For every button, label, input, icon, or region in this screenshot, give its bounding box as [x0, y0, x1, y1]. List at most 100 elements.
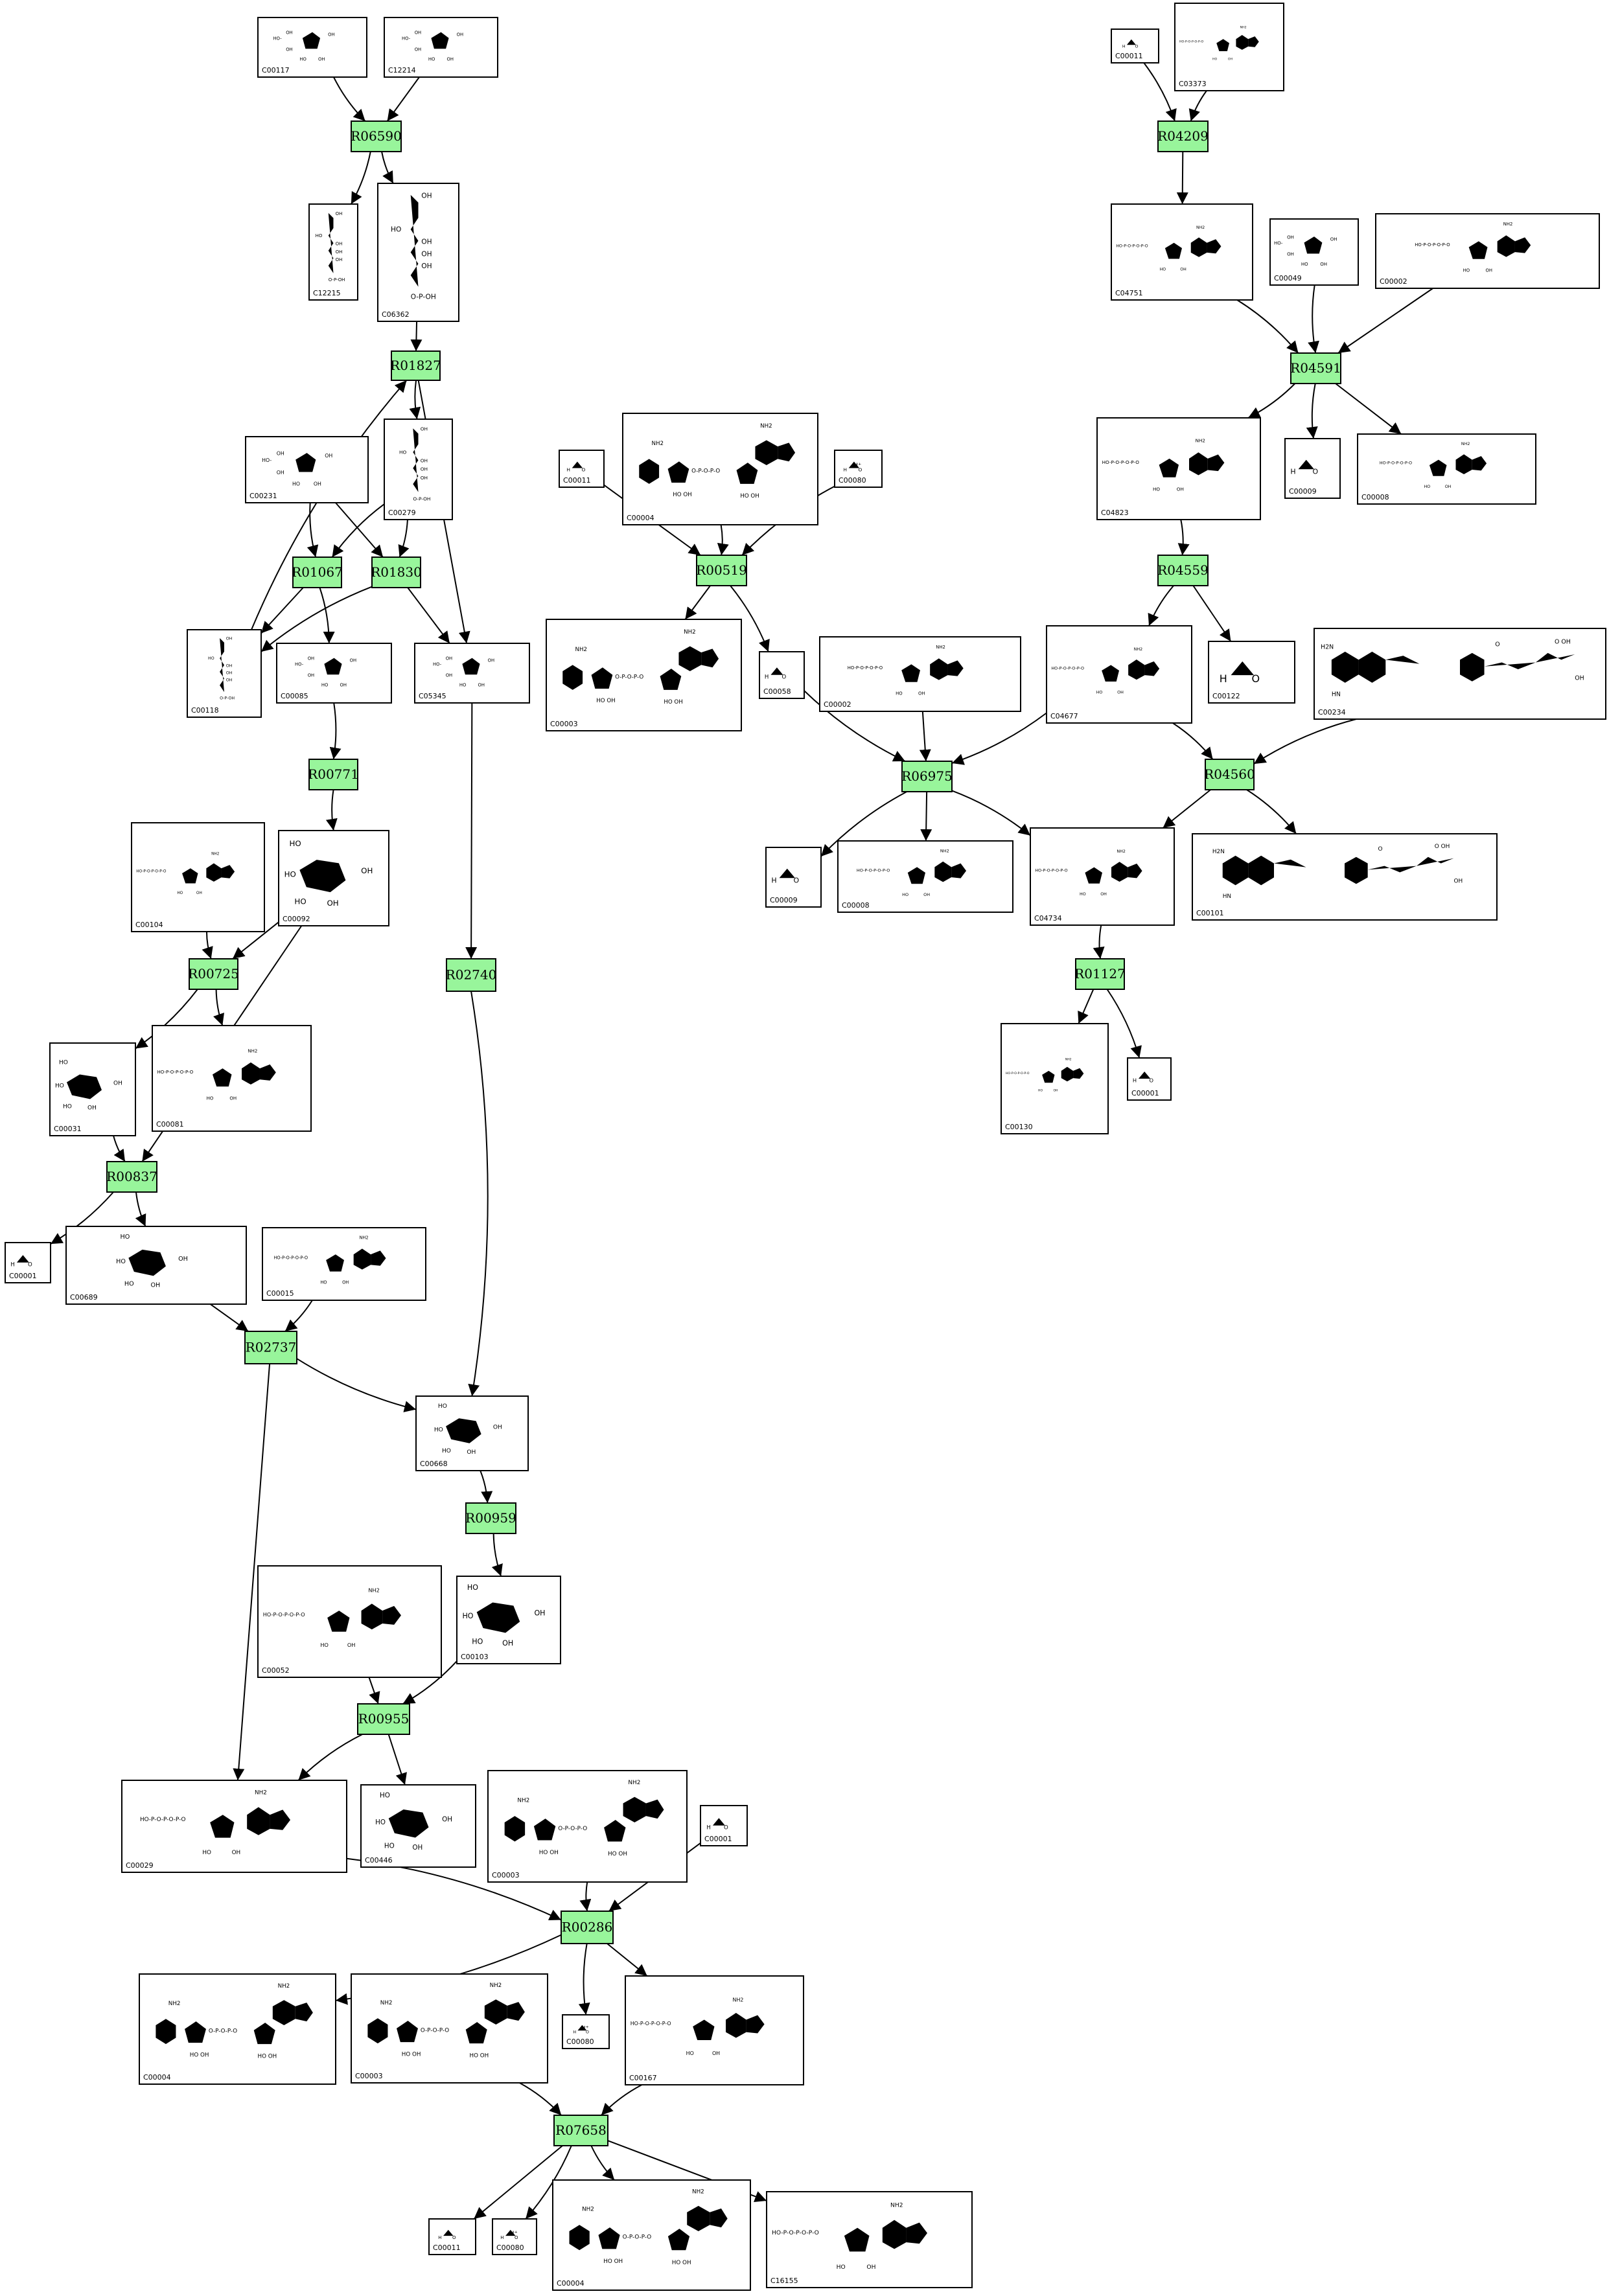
- edge-R01127-c36: [1106, 989, 1142, 1059]
- reaction-r06590[interactable]: R06590: [351, 121, 402, 152]
- compound-c12215[interactable]: C12215: [308, 203, 358, 301]
- compound-c00004[interactable]: C00004: [552, 2179, 751, 2291]
- edge-c10-R01067: [307, 502, 319, 558]
- reaction-r00519[interactable]: R00519: [696, 555, 747, 586]
- compound-c00080[interactable]: H⁺C00080: [834, 450, 883, 488]
- compound-c00008[interactable]: C00008: [1357, 433, 1536, 505]
- compound-c00015[interactable]: C00015: [262, 1227, 426, 1301]
- reaction-r01827[interactable]: R01827: [390, 350, 441, 381]
- compound-c00104[interactable]: C00104: [131, 822, 265, 932]
- reaction-r00725[interactable]: R00725: [188, 958, 239, 990]
- compound-c00031[interactable]: C00031: [49, 1042, 136, 1136]
- compound-c00117[interactable]: C00117: [257, 17, 367, 78]
- compound-c00003[interactable]: C00003: [487, 1770, 688, 1883]
- edge-R01067-c19: [319, 587, 335, 644]
- compound-c00049[interactable]: C00049: [1269, 218, 1359, 286]
- reaction-r06975[interactable]: R06975: [901, 761, 953, 792]
- compound-c00011[interactable]: C00011: [428, 2218, 476, 2255]
- reaction-r04591[interactable]: R04591: [1290, 352, 1341, 384]
- reaction-id: R04591: [1290, 360, 1341, 376]
- reaction-r02740[interactable]: R02740: [446, 958, 497, 992]
- compound-id: C03373: [1179, 80, 1207, 88]
- compound-c00001[interactable]: C00001: [5, 1242, 51, 1283]
- reaction-r04209[interactable]: R04209: [1157, 121, 1209, 152]
- compound-id: C00008: [842, 901, 870, 910]
- compound-c06362[interactable]: C06362: [377, 183, 459, 322]
- compound-c00080[interactable]: H⁺C00080: [492, 2218, 537, 2255]
- compound-c05345[interactable]: C05345: [414, 643, 530, 704]
- reaction-r00837[interactable]: R00837: [106, 1161, 157, 1193]
- compound-c00103[interactable]: C00103: [456, 1576, 561, 1664]
- reaction-r00959[interactable]: R00959: [465, 1502, 516, 1534]
- reaction-r00286[interactable]: R00286: [561, 1911, 614, 1944]
- compound-frame: [834, 450, 883, 488]
- compound-c00092[interactable]: C00092: [278, 830, 389, 926]
- compound-frame: [428, 2218, 476, 2255]
- reaction-r00955[interactable]: R00955: [357, 1703, 410, 1735]
- reaction-r01127[interactable]: R01127: [1074, 958, 1126, 990]
- compound-c00004[interactable]: C00004: [622, 413, 818, 525]
- compound-c00231[interactable]: C00231: [245, 436, 369, 503]
- compound-id: C00167: [629, 2074, 657, 2082]
- compound-c00130[interactable]: C00130: [1001, 1023, 1109, 1134]
- compound-c00004[interactable]: C00004: [139, 1973, 336, 2085]
- compound-c00085[interactable]: C00085: [276, 643, 392, 704]
- compound-c16155[interactable]: C16155: [766, 2191, 973, 2288]
- compound-c00003[interactable]: C00003: [546, 619, 742, 731]
- compound-c00001[interactable]: C00001: [700, 1805, 748, 1846]
- compound-c00118[interactable]: C00118: [187, 629, 262, 718]
- compound-c04734[interactable]: C04734: [1030, 827, 1175, 926]
- edge-R02740-c40: [468, 991, 489, 1397]
- compound-c00446[interactable]: C00446: [360, 1784, 476, 1868]
- compound-c12214[interactable]: C12214: [384, 17, 498, 78]
- reaction-box: [351, 121, 402, 152]
- compound-c00234[interactable]: C00234: [1314, 628, 1606, 720]
- compound-c00003[interactable]: C00003: [351, 1973, 548, 2084]
- compound-c00002[interactable]: C00002: [819, 636, 1021, 712]
- compound-c00122[interactable]: C00122: [1208, 641, 1295, 704]
- reaction-id: R06975: [901, 768, 953, 784]
- compound-c00689[interactable]: C00689: [65, 1226, 247, 1305]
- reaction-r04560[interactable]: R04560: [1204, 759, 1255, 790]
- compound-id: C00234: [1318, 708, 1346, 717]
- reaction-box: [696, 555, 747, 586]
- reaction-box: [189, 958, 238, 990]
- compound-c04677[interactable]: C04677: [1046, 625, 1192, 724]
- compound-c00009[interactable]: C00009: [765, 847, 822, 908]
- compound-c00668[interactable]: C00668: [415, 1395, 529, 1471]
- compound-c00279[interactable]: C00279: [384, 419, 453, 520]
- reaction-r04559[interactable]: R04559: [1157, 555, 1209, 586]
- compound-frame: [1001, 1023, 1109, 1134]
- reaction-r02737[interactable]: R02737: [244, 1331, 297, 1364]
- compound-c04751[interactable]: C04751: [1111, 203, 1253, 301]
- compound-c00029[interactable]: C00029: [121, 1780, 347, 1873]
- compound-frame: [152, 1025, 312, 1132]
- compound-id: C04751: [1115, 289, 1143, 297]
- reaction-id: R06590: [351, 128, 402, 144]
- compound-c03373[interactable]: C03373: [1174, 3, 1284, 91]
- compound-c00167[interactable]: C00167: [625, 1975, 804, 2085]
- compound-c00052[interactable]: C00052: [257, 1565, 442, 1678]
- reaction-r00771[interactable]: R00771: [308, 759, 359, 790]
- reaction-r07658[interactable]: R07658: [553, 2115, 608, 2146]
- compound-id: C00104: [135, 921, 163, 929]
- edge-c22-R06975: [804, 690, 906, 762]
- compound-c00080[interactable]: H⁺C00080: [562, 2014, 610, 2049]
- reaction-r01830[interactable]: R01830: [371, 557, 422, 588]
- compound-c00011[interactable]: C00011: [1111, 29, 1159, 63]
- compound-id: C00668: [420, 1460, 448, 1468]
- compound-c00002[interactable]: C00002: [1375, 213, 1600, 289]
- compound-c00008[interactable]: C00008: [837, 840, 1013, 913]
- compound-c00101[interactable]: C00101: [1192, 833, 1498, 921]
- compound-c00009[interactable]: C00009: [1284, 438, 1341, 499]
- compound-c04823[interactable]: C04823: [1096, 417, 1261, 520]
- reaction-r01067[interactable]: R01067: [292, 557, 343, 588]
- compound-id: C00002: [824, 700, 851, 709]
- compound-c00058[interactable]: C00058: [759, 651, 805, 699]
- compound-c00001[interactable]: C00001: [1127, 1057, 1172, 1101]
- compound-formula: H⁺: [581, 2025, 589, 2032]
- compound-c00081[interactable]: C00081: [152, 1025, 312, 1132]
- compound-id: C00004: [627, 514, 654, 522]
- compound-c00011[interactable]: C00011: [559, 450, 605, 488]
- compound-id: C00004: [557, 2279, 585, 2288]
